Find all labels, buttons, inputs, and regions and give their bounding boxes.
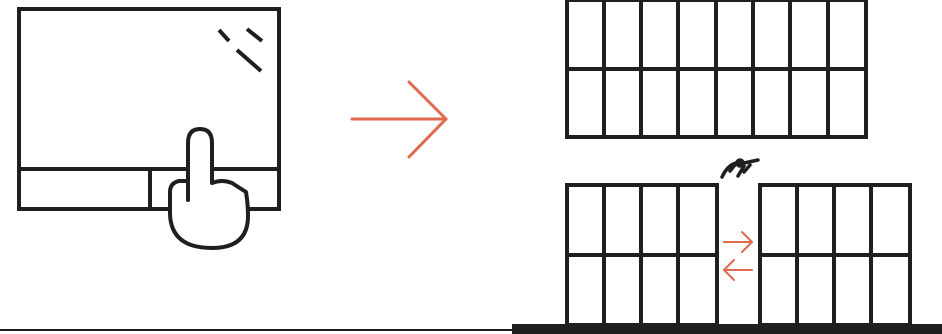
building-floor-slab xyxy=(512,324,942,334)
motion-sensor-icon xyxy=(722,160,758,177)
upper-window-panel xyxy=(567,0,866,137)
touchscreen-icon xyxy=(19,9,279,209)
screen-glare-icon xyxy=(219,29,262,71)
pointing-finger-icon xyxy=(170,129,248,248)
right-arrow-icon xyxy=(352,82,446,157)
left-sliding-door xyxy=(567,185,717,325)
right-sliding-door xyxy=(760,185,910,325)
bidirectional-arrows-icon xyxy=(724,232,752,280)
